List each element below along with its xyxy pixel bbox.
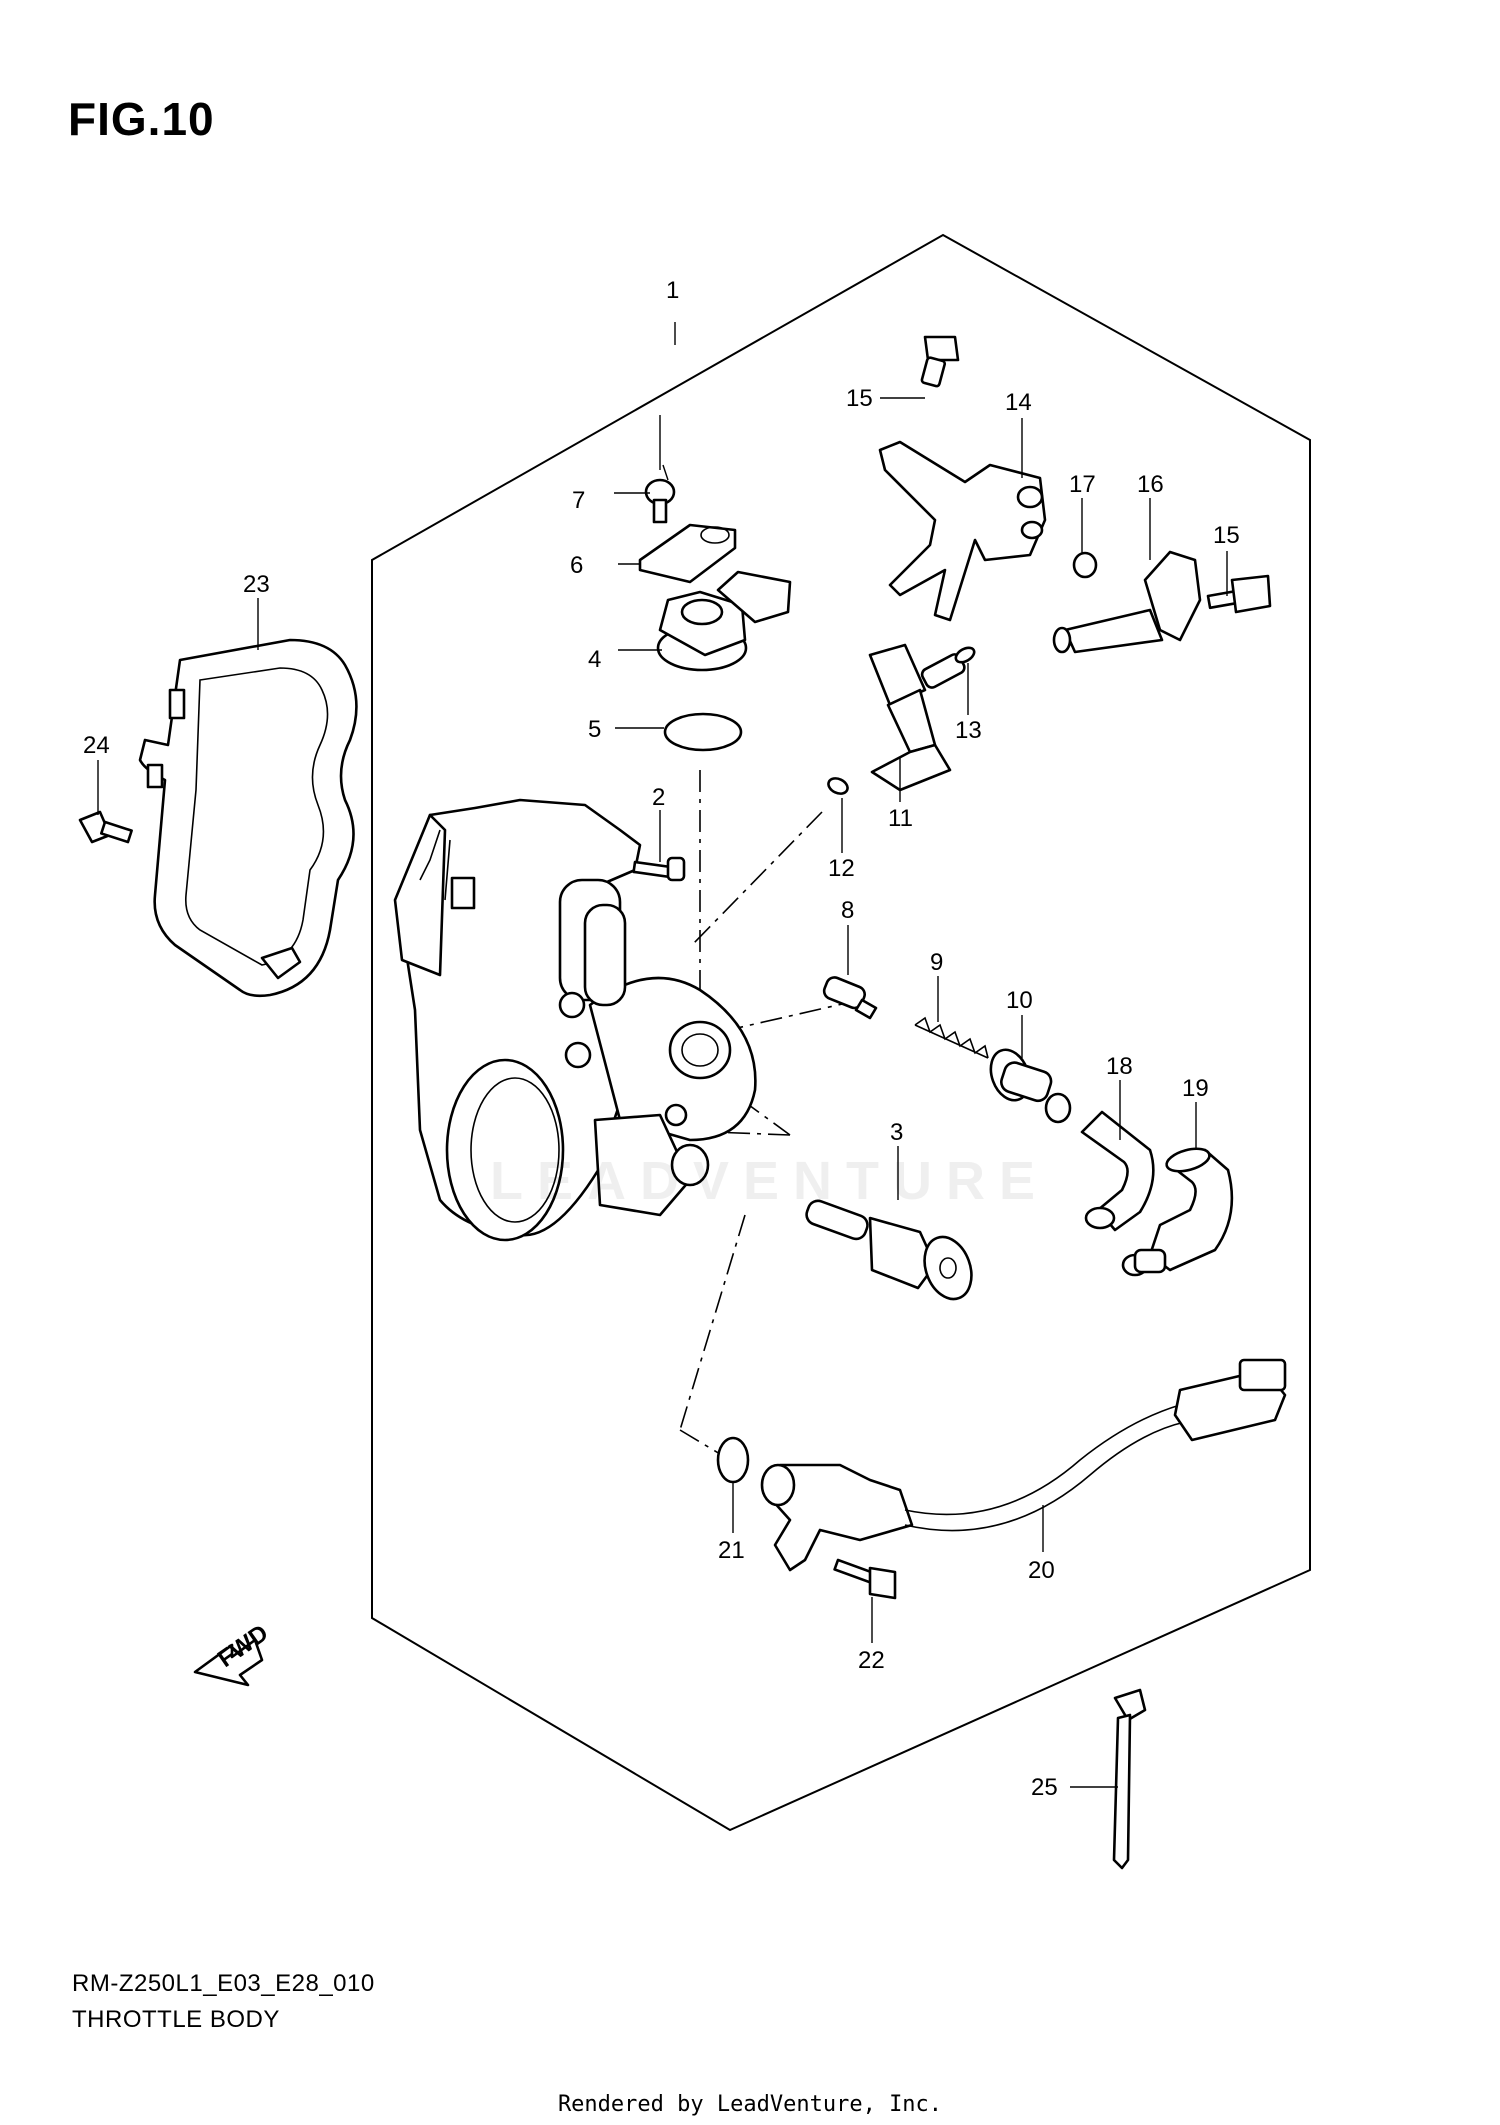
callout-15b: 15 [1213, 522, 1240, 549]
callout-12: 12 [828, 855, 855, 882]
part-10-knob [989, 1048, 1072, 1124]
figure-caption: THROTTLE BODY [72, 2006, 280, 2033]
callout-22: 22 [858, 1647, 885, 1674]
part-21-o-ring [716, 1436, 750, 1484]
callout-3: 3 [890, 1119, 903, 1146]
render-credit: Rendered by LeadVenture, Inc. [557, 2092, 943, 2117]
callout-18: 18 [1106, 1053, 1133, 1080]
callout-20: 20 [1028, 1557, 1055, 1584]
part-4-sensor [656, 570, 792, 672]
part-18-hose [1080, 1110, 1155, 1232]
part-7-screw [644, 478, 676, 524]
part-17-o-ring [1072, 551, 1098, 579]
callout-24: 24 [83, 732, 110, 759]
callout-16: 16 [1137, 471, 1164, 498]
callout-25: 25 [1031, 1774, 1058, 1801]
part-15b-bolt [1206, 574, 1272, 614]
part-19-hose [1121, 1147, 1234, 1277]
callout-11: 11 [888, 805, 913, 832]
callout-21: 21 [718, 1537, 745, 1564]
callout-19: 19 [1182, 1075, 1209, 1102]
part-6-bracket [638, 523, 737, 584]
part-24-screw [78, 810, 133, 844]
callout-7: 7 [572, 487, 585, 514]
callout-10: 10 [1006, 987, 1033, 1014]
part-8-pin [822, 976, 878, 1020]
callout-17: 17 [1069, 471, 1096, 498]
part-11-injector [868, 643, 966, 792]
callout-9: 9 [930, 949, 943, 976]
part-23-cover [138, 638, 358, 998]
part-16-fitting [1052, 550, 1202, 654]
part-3-screw [805, 1199, 973, 1301]
model-code: RM-Z250L1_E03_E28_010 [72, 1970, 375, 1997]
leader-lines [97, 322, 1228, 1788]
part-20-sensor-harness [760, 1358, 1287, 1572]
callout-14: 14 [1005, 389, 1032, 416]
callout-6: 6 [570, 552, 583, 579]
callout-23: 23 [243, 571, 270, 598]
part-2-screw [632, 856, 686, 882]
callout-15a: 15 [846, 385, 873, 412]
part-12-o-ring [827, 777, 849, 795]
part-25-cable-tie [1112, 1688, 1147, 1870]
watermark-logo: LEADVENTURE [490, 1151, 1050, 1211]
callout-1: 1 [666, 277, 679, 304]
part-9-spring [914, 1016, 989, 1059]
callout-5: 5 [588, 716, 601, 743]
part-14-bracket [878, 440, 1047, 622]
callout-13: 13 [955, 717, 982, 744]
callout-4: 4 [588, 646, 601, 673]
assembly-boundary [371, 233, 1311, 1832]
part-5-o-ring [663, 712, 743, 752]
part-15a-bolt [920, 335, 960, 388]
part-13-o-ring [954, 646, 976, 664]
callout-labels: 1 2 3 4 5 6 7 8 9 10 11 12 13 14 15 15 1… [83, 277, 1240, 1801]
throttle-body-main [393, 798, 757, 1242]
figure-title: FIG.10 [68, 93, 215, 145]
fwd-arrow-icon: FWD [193, 1619, 273, 1687]
callout-2: 2 [652, 784, 665, 811]
part-22-screw [833, 1558, 897, 1600]
callout-8: 8 [841, 897, 854, 924]
